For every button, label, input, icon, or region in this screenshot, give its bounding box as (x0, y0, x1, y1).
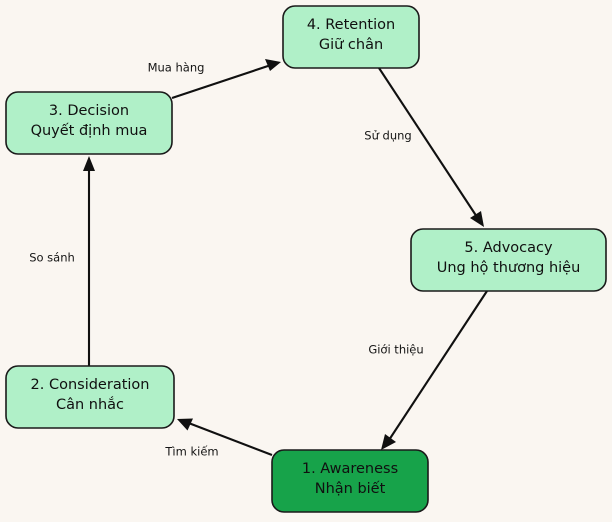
edge-label-su-dung: Sử dụng (364, 129, 411, 143)
node-consideration[interactable]: 2. Consideration Cân nhắc (5, 365, 175, 429)
node-advocacy[interactable]: 5. Advocacy Ung hộ thương hiệu (410, 228, 607, 292)
node-title-consideration: 2. Consideration (31, 377, 150, 393)
edge-advocacy-to-awareness: Giới thiệu (368, 290, 488, 450)
edge-line (185, 421, 273, 456)
node-subtitle-retention: Giữ chân (319, 37, 383, 53)
node-subtitle-decision: Quyết định mua (31, 122, 148, 139)
arrowhead-icon (470, 211, 484, 227)
node-decision[interactable]: 3. Decision Quyết định mua (5, 91, 173, 155)
edge-line (388, 290, 488, 441)
node-box[interactable] (271, 449, 429, 513)
node-retention[interactable]: 4. Retention Giữ chân (282, 5, 420, 69)
edge-retention-to-advocacy: Sử dụng (364, 67, 484, 227)
edge-line (378, 67, 478, 218)
edge-label-so-sanh: So sánh (29, 251, 75, 265)
node-subtitle-awareness: Nhận biết (315, 480, 386, 497)
edge-label-tim-kiem: Tìm kiếm (164, 445, 218, 459)
node-title-awareness: 1. Awareness (302, 461, 398, 477)
node-title-advocacy: 5. Advocacy (464, 240, 553, 256)
node-box[interactable] (5, 91, 173, 155)
arrowhead-icon (177, 418, 193, 431)
node-box[interactable] (410, 228, 607, 292)
edge-line (171, 64, 272, 99)
node-awareness[interactable]: 1. Awareness Nhận biết (271, 449, 429, 513)
node-subtitle-advocacy: Ung hộ thương hiệu (437, 260, 581, 276)
edge-awareness-to-consideration: Tìm kiếm (164, 418, 273, 459)
arrowhead-icon (265, 59, 281, 71)
edge-decision-to-retention: Mua hàng (148, 59, 281, 99)
node-title-retention: 4. Retention (307, 17, 395, 33)
edge-label-mua-hang: Mua hàng (148, 61, 205, 75)
node-box[interactable] (282, 5, 420, 69)
arrowhead-icon (381, 434, 396, 450)
edge-consideration-to-decision: So sánh (29, 156, 95, 366)
node-title-decision: 3. Decision (49, 103, 129, 119)
node-subtitle-consideration: Cân nhắc (56, 396, 124, 413)
edge-label-gioi-thieu: Giới thiệu (368, 343, 423, 357)
arrowhead-icon (83, 156, 95, 171)
node-box[interactable] (5, 365, 175, 429)
